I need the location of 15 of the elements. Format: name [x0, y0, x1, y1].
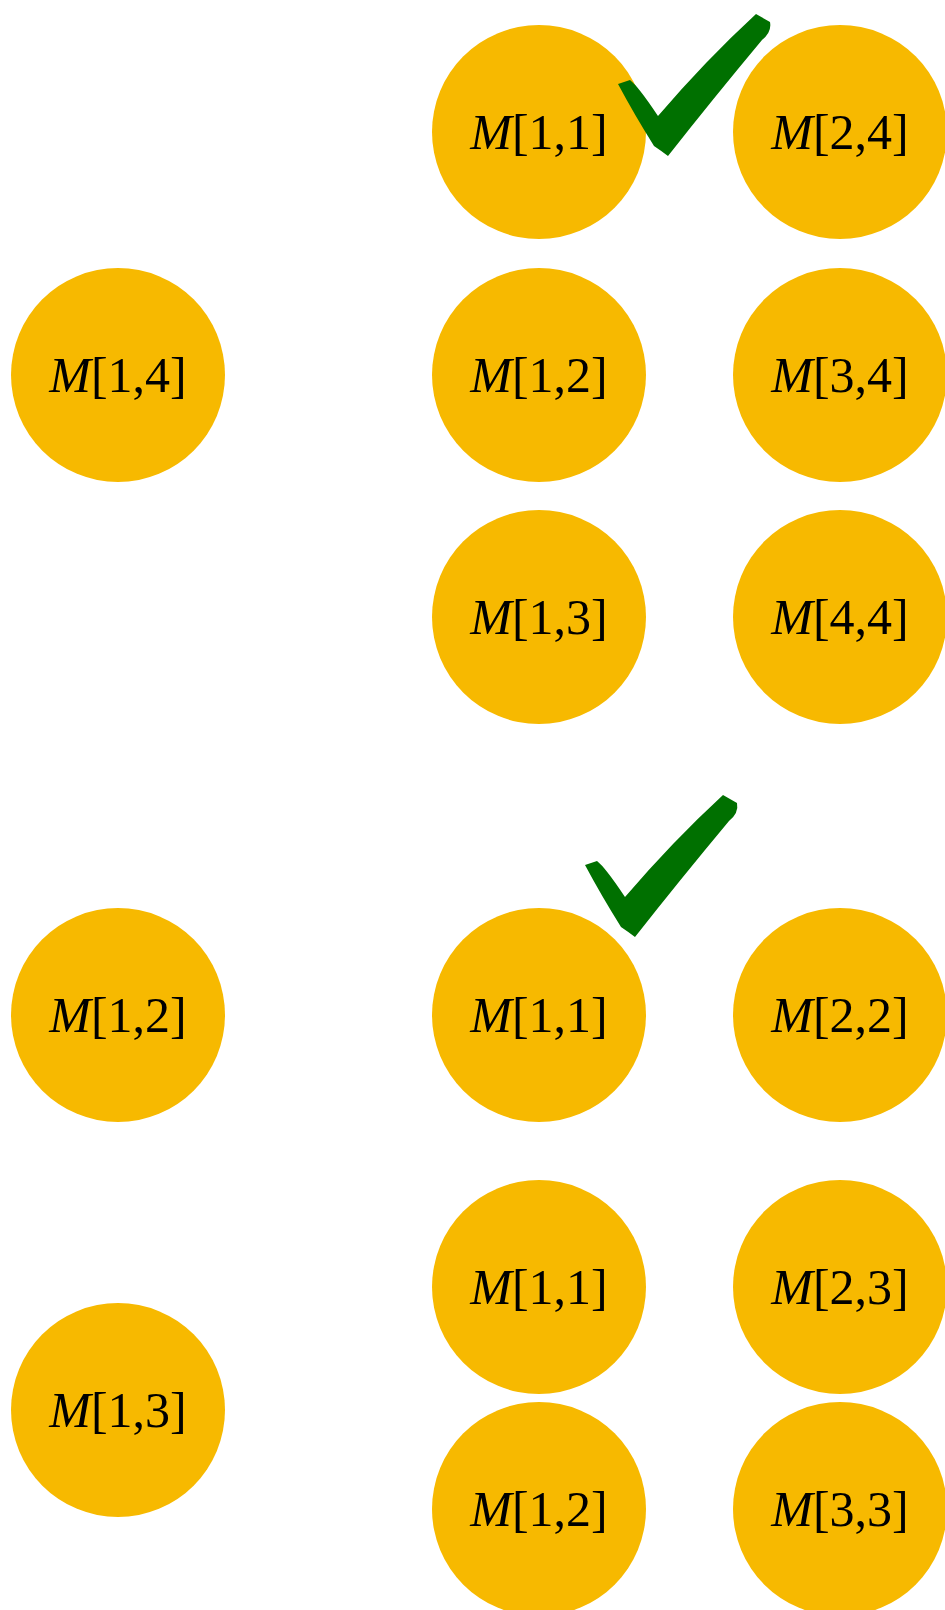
matrix-entry-label: M[2,2] — [771, 986, 909, 1044]
matrix-entry-label: M[1,1] — [470, 986, 608, 1044]
matrix-entry-label: M[3,4] — [771, 346, 909, 404]
matrix-entry-label: M[1,3] — [470, 588, 608, 646]
matrix-entry-label: M[4,4] — [771, 588, 909, 646]
matrix-entry-label: M[1,3] — [49, 1381, 187, 1439]
matrix-entry-label: M[2,4] — [771, 103, 909, 161]
matrix-entry-label: M[1,1] — [470, 103, 608, 161]
matrix-entry-label: M[1,2] — [49, 986, 187, 1044]
matrix-entry-label: M[1,2] — [470, 1480, 608, 1538]
matrix-entry-label: M[3,3] — [771, 1480, 909, 1538]
matrix-entry-label: M[1,4] — [49, 346, 187, 404]
matrix-entry-label: M[2,3] — [771, 1258, 909, 1316]
matrix-entry-label: M[1,2] — [470, 346, 608, 404]
matrix-entry-label: M[1,1] — [470, 1258, 608, 1316]
